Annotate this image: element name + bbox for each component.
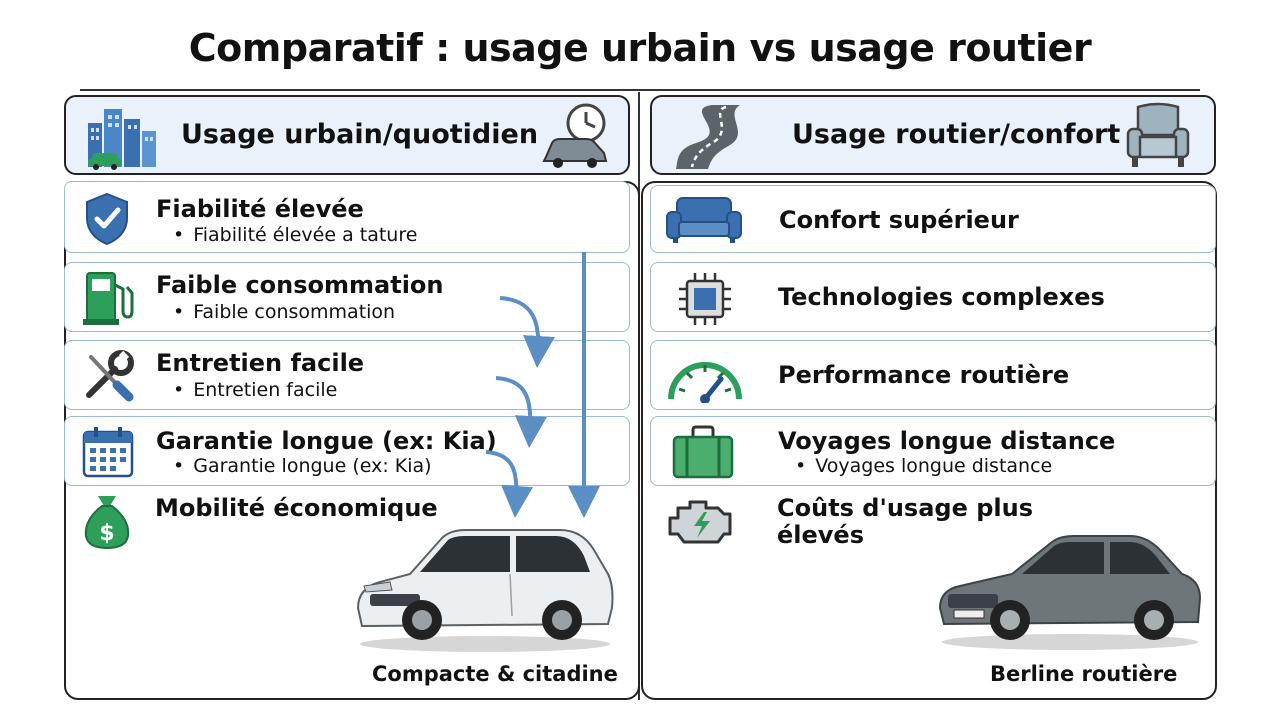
svg-text:$: $ xyxy=(99,521,114,546)
right-item-4-title: Voyages longue distance xyxy=(778,427,1116,455)
right-item-1-title: Confort supérieur xyxy=(779,206,1019,234)
wrench-screwdriver-icon xyxy=(81,349,135,403)
title-divider xyxy=(80,89,1200,91)
left-item-1-sub: Fiabilité élevée a tature xyxy=(173,224,417,246)
speedometer-icon xyxy=(665,349,745,403)
left-item-5-title: Mobilité économique xyxy=(155,494,438,522)
calendar-icon xyxy=(81,425,135,479)
right-header: Usage routier/confort xyxy=(650,95,1216,175)
left-header-title: Usage urbain/quotidien xyxy=(181,119,539,150)
left-item-3: Entretien facile Entretien facile xyxy=(64,340,630,410)
left-item-3-title: Entretien facile xyxy=(156,349,365,377)
page-title: Comparatif : usage urbain vs usage routi… xyxy=(188,26,1092,70)
left-item-3-sub: Entretien facile xyxy=(173,379,337,401)
left-item-2-title: Faible consommation xyxy=(156,271,444,299)
left-item-1-title: Fiabilité élevée xyxy=(156,195,364,223)
flow-arrow-2 xyxy=(495,376,547,448)
engine-warning-icon xyxy=(664,494,738,546)
right-item-3: Performance routière xyxy=(650,340,1216,410)
right-item-4: Voyages longue distance Voyages longue d… xyxy=(650,416,1216,486)
right-item-1: Confort supérieur xyxy=(650,185,1216,253)
right-item-5-title-line2: élevés xyxy=(777,521,864,549)
right-item-4-sub: Voyages longue distance xyxy=(795,455,1052,477)
left-header: Usage urbain/quotidien xyxy=(64,95,630,175)
flow-arrow-3 xyxy=(485,450,534,518)
left-item-4-title: Garantie longue (ex: Kia) xyxy=(156,427,497,455)
left-item-1: Fiabilité élevée Fiabilité élevée a tatu… xyxy=(64,181,630,253)
shield-check-icon xyxy=(83,192,131,246)
road-icon xyxy=(672,103,748,171)
sedan-car-image xyxy=(934,524,1206,654)
flow-arrows xyxy=(485,252,600,518)
compact-car-image xyxy=(350,516,620,656)
left-item-2-sub: Faible consommation xyxy=(173,301,395,323)
suitcase-icon xyxy=(671,425,735,481)
right-item-5-title-line1: Coûts d'usage plus xyxy=(777,494,1033,522)
left-item-4-sub: Garantie longue (ex: Kia) xyxy=(173,455,431,477)
flow-arrow-1 xyxy=(499,296,555,368)
right-item-2-title: Technologies complexes xyxy=(778,283,1105,311)
sofa-icon xyxy=(665,194,743,244)
left-caption: Compacte & citadine xyxy=(372,662,618,686)
right-item-2: Technologies complexes xyxy=(650,262,1216,332)
right-caption: Berline routière xyxy=(990,662,1178,686)
right-item-3-title: Performance routière xyxy=(778,361,1070,389)
right-header-title: Usage routier/confort xyxy=(792,119,1121,150)
money-bag-icon: $ xyxy=(82,492,132,550)
chip-icon xyxy=(677,271,733,327)
fuel-pump-icon xyxy=(81,271,135,327)
car-clock-icon xyxy=(540,101,612,171)
armchair-icon xyxy=(1122,101,1194,171)
city-buildings-icon xyxy=(82,101,162,171)
